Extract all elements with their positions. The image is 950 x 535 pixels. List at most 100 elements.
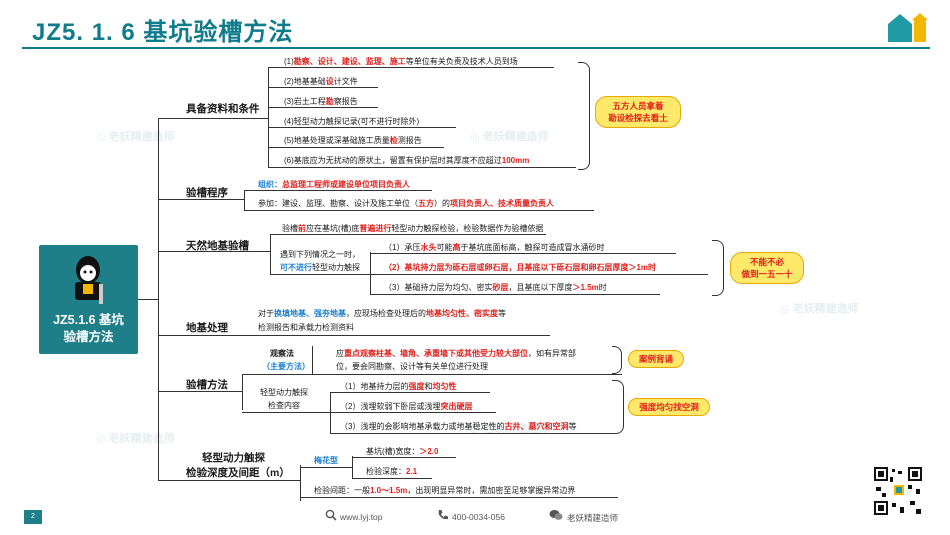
- observe-label-line2: （主要方法）: [262, 362, 310, 371]
- probe-content-label-line2: 检查内容: [268, 401, 300, 410]
- probe-underline: [300, 467, 352, 468]
- condition-item-2: (2)地基基础设计文件: [284, 77, 358, 86]
- trunk-line: [158, 118, 159, 480]
- method-underline: [242, 374, 312, 375]
- phone-icon: [438, 510, 448, 520]
- probe-item-underline: [330, 412, 496, 413]
- note-line: 做到一五一十: [741, 269, 793, 279]
- page-number: 2: [24, 510, 42, 524]
- search-icon: [325, 509, 337, 521]
- watermark: ◎ 老妖精建造师: [96, 433, 175, 445]
- probe-content-label-line1: 轻型动力触探: [260, 388, 308, 397]
- condition-underline: [268, 87, 378, 88]
- probe-underline: [300, 497, 618, 498]
- probe-vline: [300, 465, 301, 501]
- footer-website[interactable]: www.lyj.top: [340, 512, 383, 522]
- natural-underline: [270, 234, 546, 235]
- condition-item-6: (6)基底应为无扰动的原状土，留置有保护层时其厚度不应超过100mm: [284, 156, 530, 165]
- observe-text-line1: 应重点观察柱基、墙角、承重墙下或其他受力较大部位，如有异常部: [336, 349, 576, 358]
- condition-underline: [268, 107, 378, 108]
- probe-item-underline: [330, 433, 612, 434]
- center-label-line2: 验槽方法: [63, 330, 114, 344]
- center-node-label: JZ5.1.6 基坑 验槽方法: [39, 312, 138, 346]
- observe-vline: [312, 346, 313, 374]
- condition-underline: [268, 127, 456, 128]
- case-underline: [370, 294, 660, 295]
- observe-bracket: [612, 346, 622, 374]
- title-divider: [22, 47, 930, 49]
- case-underline: [370, 274, 708, 275]
- footer-phone[interactable]: 400-0034-056: [452, 512, 505, 522]
- branch-conditions-label: 具备资料和条件: [186, 103, 260, 115]
- branch-treatment-line: [158, 335, 250, 336]
- mascot-icon: [63, 254, 113, 306]
- probe-bracket: [612, 380, 624, 434]
- trunk-connector: [138, 299, 158, 300]
- wechat-icon: [549, 510, 563, 520]
- conditions-mnemonic-note: 五方人员拿着 勘设检探去看土: [595, 96, 681, 128]
- probe-item-1: （1）地基持力层的强度和均匀性: [340, 382, 457, 391]
- condition-underline: [268, 67, 554, 68]
- procedure-vline: [244, 190, 245, 210]
- observe-label-line1: 观察法: [270, 349, 294, 358]
- treatment-underline: [250, 335, 550, 336]
- case-underline: [370, 253, 676, 254]
- house-logo-icon: [888, 13, 928, 42]
- note-line: 勘设检探去看土: [608, 113, 668, 123]
- branch-probe-label-line2: 检验深度及间距（m）: [186, 467, 290, 479]
- probe-spacing: 检验间距：一般1.0～1.5m，出现明显异常时，需加密至足够掌握异常边界: [314, 486, 576, 495]
- probe-depth: 检验深度：2.1: [366, 467, 418, 476]
- branch-method-line: [158, 391, 242, 392]
- natural-case-1: （1）承压水头可能高于基坑底面标高，触探可造成冒水涌砂时: [384, 243, 605, 252]
- qr-code: [872, 465, 924, 517]
- branch-method-label: 验槽方法: [186, 379, 228, 391]
- watermark: ◎ 老妖精建造师: [780, 303, 859, 315]
- natural-vline: [270, 234, 271, 274]
- probe-item-underline: [330, 392, 490, 393]
- plum-layout-label: 梅花型: [314, 456, 338, 465]
- observe-text-line2: 位，要会同勘察、设计等有关单位进行处理: [336, 362, 488, 371]
- branch-probe-line: [158, 480, 300, 481]
- conditions-bracket: [578, 62, 590, 170]
- procedure-attend: 参加：建设、监理、勘察、设计及施工单位（五方）的项目负责人、技术质量负责人: [258, 199, 554, 208]
- treatment-line1: 对于换填地基、强夯地基，应现场检查处理后的地基均匀性、密实度等: [258, 309, 506, 318]
- condition-item-5: (5)地基处理或深基础施工质量检测报告: [284, 136, 422, 145]
- branch-probe-label-line1: 轻型动力触探: [202, 452, 265, 464]
- natural-condition-line1: 遇到下列情况之一时，: [280, 250, 360, 259]
- probe-underline: [352, 457, 456, 458]
- procedure-organize: 组织：总监理工程师或建设单位项目负责人: [258, 180, 410, 189]
- natural-mnemonic-note: 不能不必 做到一五一十: [730, 252, 804, 284]
- probe-item-2: （2）浅埋软弱下卧层或浅埋突出硬层: [340, 402, 473, 411]
- branch-conditions-line: [158, 118, 268, 119]
- plum-vline: [352, 456, 353, 478]
- watermark: ◎ 老妖精建造师: [470, 423, 549, 435]
- condition-item-3: (3)岩土工程勘察报告: [284, 97, 358, 106]
- observe-underline: [312, 374, 622, 375]
- branch-procedure-label: 验槽程序: [186, 187, 228, 199]
- pit-width: 基坑(槽)宽度：＞2.0: [366, 447, 439, 456]
- condition-item-1: (1)勘察、设计、建设、监理、施工等单位有关负责及技术人员到场: [284, 57, 518, 66]
- treatment-line2: 检测报告和承载力检测资料: [258, 323, 354, 332]
- strength-mnemonic-note: 强度均匀找空洞: [628, 398, 710, 416]
- natural-underline: [270, 274, 370, 275]
- natural-case-3: （3）基础持力层为均匀、密实砂层，且基底以下厚度＞1.5m时: [384, 283, 607, 292]
- branch-natural-label: 天然地基验槽: [186, 240, 249, 252]
- footer-wechat[interactable]: 老妖精建造师: [567, 513, 619, 523]
- natural-condition-line2: 可不进行轻型动力触探: [280, 263, 360, 272]
- natural-intro: 验槽前应在基坑(槽)底普遍进行轻型动力触探检验，检验数据作为验槽依据: [282, 224, 544, 233]
- method-underline: [242, 412, 330, 413]
- condition-underline: [268, 167, 576, 168]
- page-title: JZ5. 1. 6 基坑验槽方法: [32, 19, 294, 46]
- condition-underline: [268, 147, 444, 148]
- watermark: ◎ 老妖精建造师: [96, 131, 175, 143]
- natural-bracket: [712, 240, 724, 296]
- probe-underline: [352, 478, 432, 479]
- center-label-line1: JZ5.1.6 基坑: [53, 313, 124, 327]
- note-line: 五方人员拿着: [612, 101, 664, 111]
- note-line: 不能不必: [749, 257, 784, 267]
- natural-case-2: （2）基坑持力层为砾石层或卵石层，且基底以下砾石层和卵石层厚度＞1m时: [384, 263, 657, 272]
- procedure-underline: [244, 190, 432, 191]
- watermark: ◎ 老妖精建造师: [470, 131, 549, 143]
- probe-item-3: （3）浅埋的会影响地基承载力或地基稳定性的古井、墓穴和空洞等: [340, 422, 577, 431]
- conditions-vline: [268, 67, 269, 167]
